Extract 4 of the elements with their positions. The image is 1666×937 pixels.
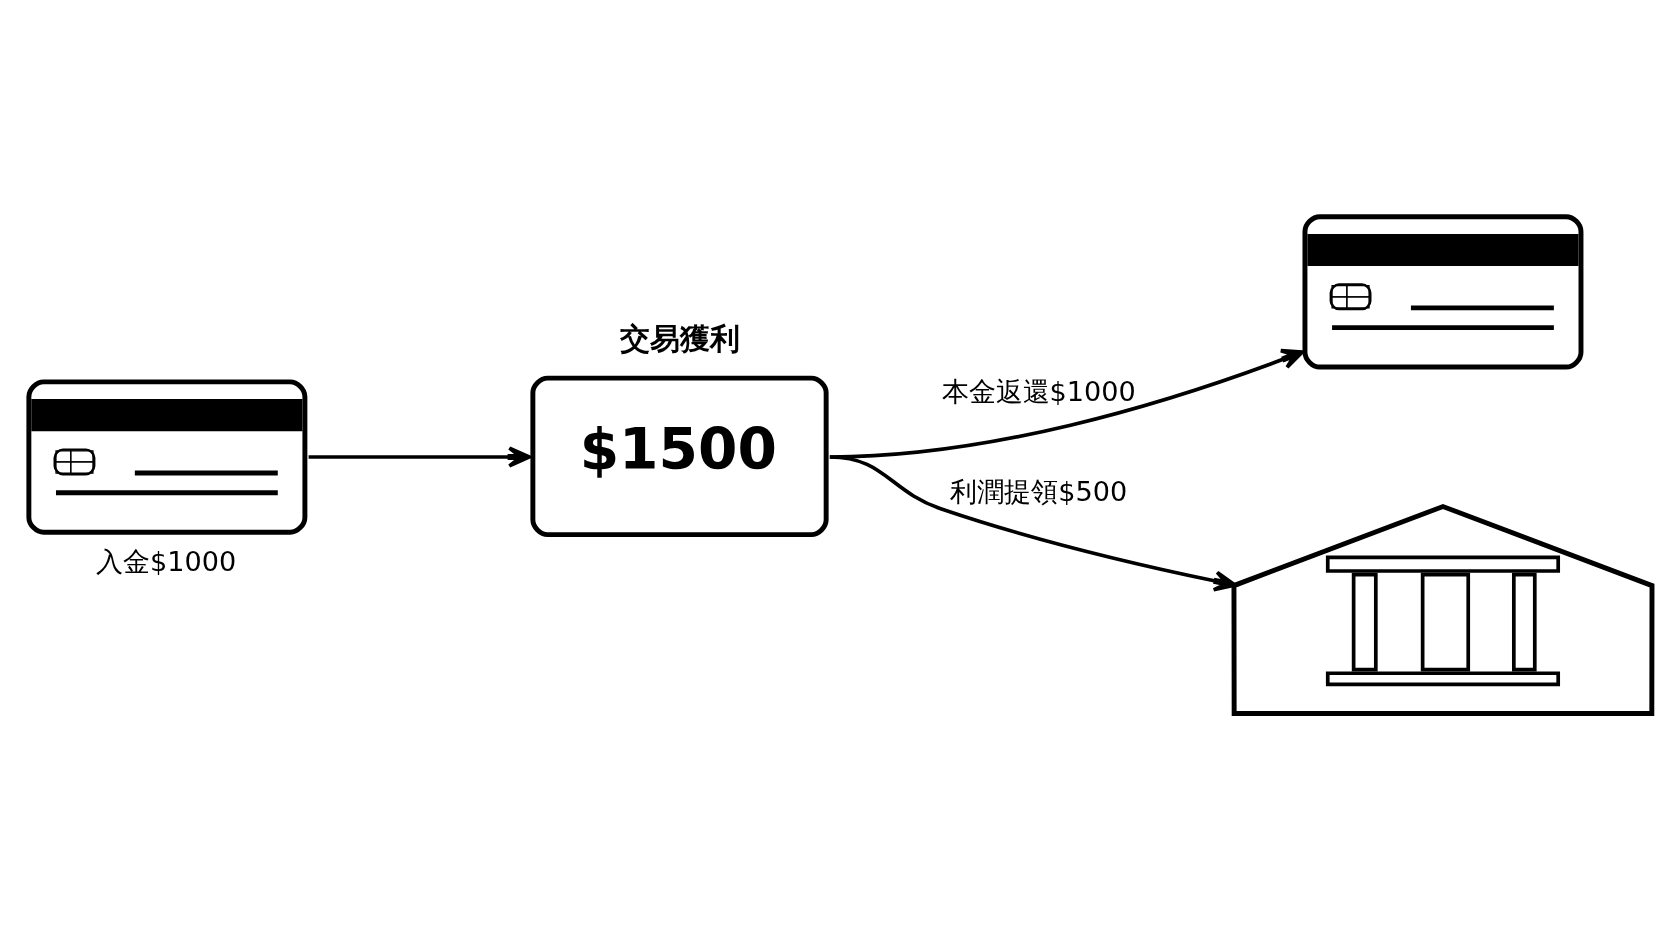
node-label: 入金$1000	[96, 546, 237, 578]
edge-label: 本金返還$1000	[941, 376, 1136, 408]
node-label: 交易獲利	[619, 321, 740, 356]
edge-label: 利潤提領$500	[950, 475, 1128, 507]
